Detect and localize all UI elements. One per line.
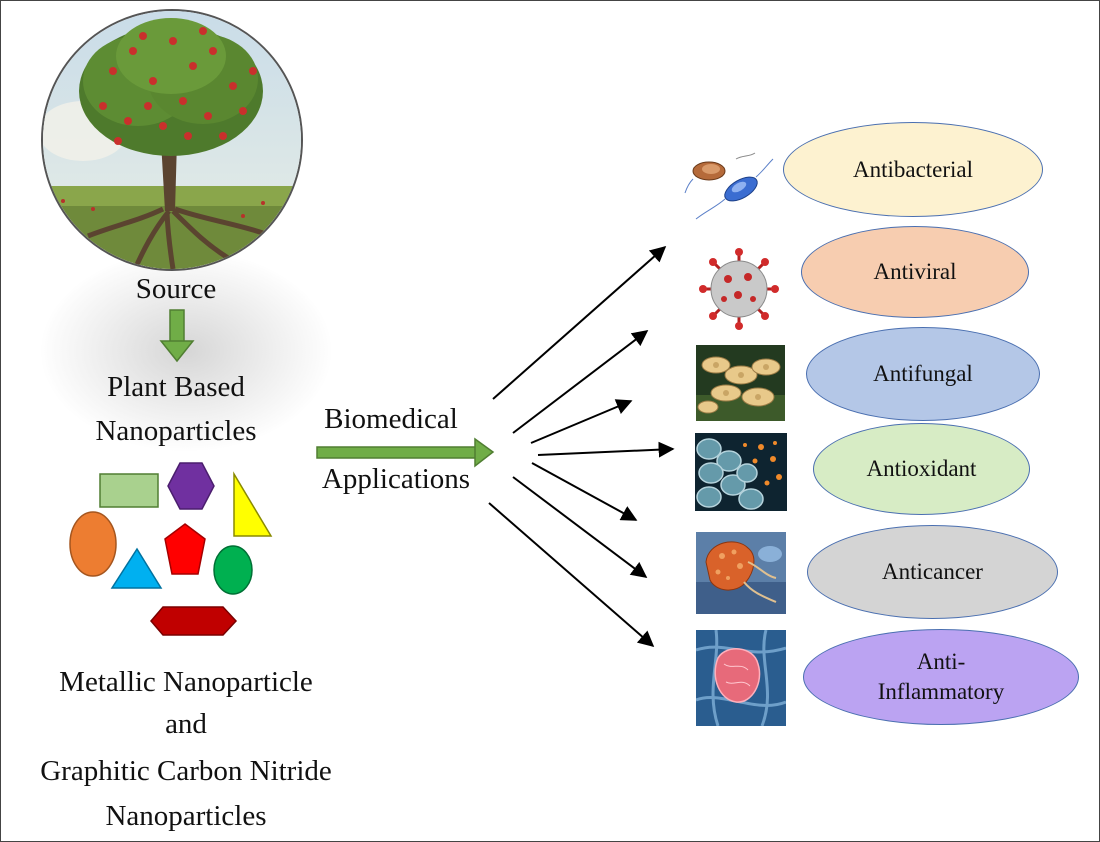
virus-icon: [698, 247, 780, 331]
antifungal-label: Antifungal: [873, 361, 973, 386]
arrow-1: [492, 245, 667, 400]
yellow-triangle-shape: [233, 471, 273, 537]
green-circle-shape: [213, 545, 253, 595]
down-arrow: [159, 309, 195, 363]
anticancer-label: Anticancer: [882, 559, 983, 584]
plant-label-line1: Plant Based: [107, 371, 245, 403]
dark-red-hexagon-shape: [150, 606, 238, 636]
oxidant-cell-icon: [695, 433, 787, 511]
bacteria-icon: [681, 149, 776, 231]
graphitic-label: Graphitic Carbon Nitride: [40, 755, 332, 787]
antioxidant-label: Antioxidant: [866, 456, 977, 481]
source-label: Source: [135, 273, 217, 305]
anti-inflammatory-label-line1: Anti-: [916, 649, 966, 674]
arrow-5: [531, 462, 638, 521]
and-label: and: [165, 708, 207, 740]
pentagon-shape: [164, 523, 206, 575]
blue-triangle-shape: [110, 547, 163, 589]
rectangle-shape: [99, 473, 159, 508]
arrow-2: [512, 330, 649, 434]
biomedical-label-line2: Applications: [321, 463, 471, 495]
anti-inflammatory-ellipse: Anti- Inflammatory: [803, 629, 1079, 725]
anticancer-ellipse: Anticancer: [807, 525, 1058, 619]
arrow-6: [512, 476, 648, 578]
plant-label-line2: Nanoparticles: [95, 415, 257, 447]
hexagon-shape: [167, 462, 215, 510]
fungus-icon: [696, 345, 785, 421]
arrow-3: [530, 399, 633, 444]
cancer-cell-icon: [696, 532, 786, 614]
right-arrow: [316, 437, 495, 468]
antibacterial-label: Antibacterial: [852, 156, 974, 182]
antioxidant-ellipse: Antioxidant: [813, 423, 1030, 515]
background-glow: [41, 251, 331, 451]
antibacterial-ellipse: Antibacterial: [783, 122, 1043, 217]
inflamed-cell-icon: [696, 630, 786, 726]
antiviral-ellipse: Antiviral: [801, 226, 1029, 318]
orange-ellipse-shape: [69, 511, 117, 577]
nanoparticles-label: Nanoparticles: [105, 800, 267, 832]
biomedical-label-line1: Biomedical: [324, 403, 458, 435]
antiviral-label: Antiviral: [873, 259, 957, 284]
metallic-label: Metallic Nanoparticle: [59, 666, 313, 698]
anti-inflammatory-label-line2: Inflammatory: [877, 679, 1005, 704]
tree-source-image: [41, 9, 303, 271]
arrow-4: [537, 441, 675, 458]
arrow-7: [488, 502, 655, 648]
antifungal-ellipse: Antifungal: [806, 327, 1040, 421]
